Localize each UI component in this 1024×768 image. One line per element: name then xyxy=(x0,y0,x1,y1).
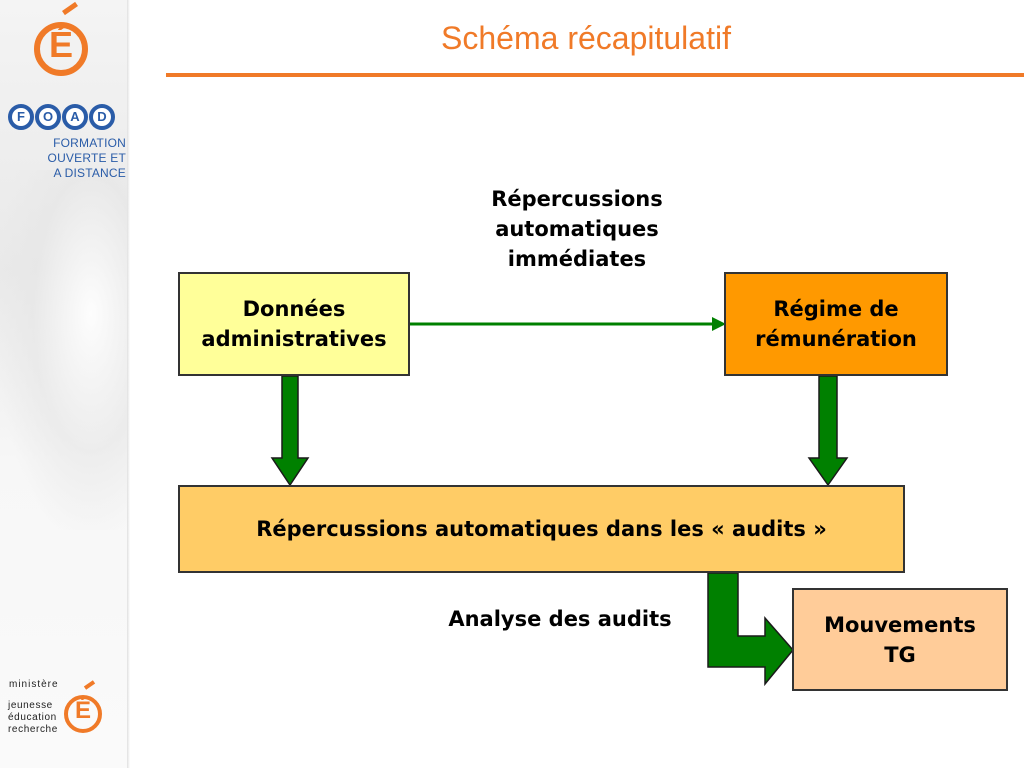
arrowhead-donnees-to-regime xyxy=(712,317,726,331)
sidebar-edge xyxy=(127,0,130,768)
box-mouvements-tg: Mouvements TG xyxy=(792,588,1008,691)
background-hand-image xyxy=(0,170,130,530)
foad-e-logo-icon: É xyxy=(34,1,88,76)
foad-letter-o: O xyxy=(39,108,57,126)
ministere-e-logo-icon: É xyxy=(64,680,102,733)
box-audits-label: Répercussions automatiques dans les « au… xyxy=(256,517,827,541)
foad-letter-d: D xyxy=(93,108,111,126)
box-mouvements-label: Mouvements TG xyxy=(824,612,976,667)
box-donnees-label: Données administratives xyxy=(201,297,387,351)
foad-logo: F O A D xyxy=(8,104,115,130)
box-regime-label: Régime de rémunération xyxy=(755,297,917,351)
foad-letter-f: F xyxy=(12,108,30,126)
arrow-audits-to-mouvements xyxy=(707,572,794,687)
ministere-label: ministère xyxy=(9,679,59,690)
page-title: Schéma récapitulatif xyxy=(441,20,731,56)
label-analyse-audits: Analyse des audits xyxy=(448,607,672,631)
box-repercussions-audits: Répercussions automatiques dans les « au… xyxy=(178,485,905,573)
ministere-lines: jeunesse éducation recherche xyxy=(8,700,58,735)
arrow-regime-to-audits xyxy=(807,375,849,487)
title-underline xyxy=(166,73,1024,77)
foad-letter-a: A xyxy=(66,108,84,126)
sidebar: É F O A D FORMATION OUVERTE ET A DISTANC… xyxy=(0,0,130,768)
box-regime-remuneration: Régime de rémunération xyxy=(724,272,948,376)
foad-caption: FORMATION OUVERTE ET A DISTANCE xyxy=(47,136,126,180)
label-repercussions-immediates: Répercussions automatiques immédiates xyxy=(491,187,663,271)
box-donnees-administratives: Données administratives xyxy=(178,272,410,376)
arrow-donnees-to-audits xyxy=(270,375,310,487)
